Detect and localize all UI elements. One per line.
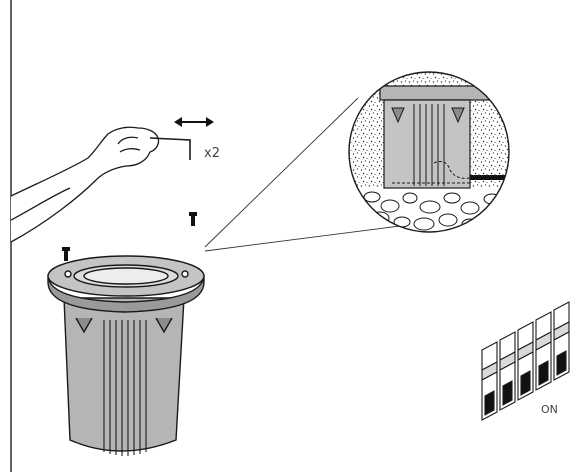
double-arrow-icon [174,117,214,127]
screw-icon [62,247,70,261]
dip-switch [553,301,570,381]
dip-switch [535,311,552,391]
dip-switch [481,341,498,421]
light-fixture [47,255,205,456]
dip-switch-block [481,301,570,421]
switch-state-label: ON [541,403,558,416]
hand-icon [10,126,160,243]
zoom-lines [204,97,401,252]
detail-magnifier [348,71,510,233]
screw-icon [189,212,197,226]
dip-switch [499,331,516,411]
hex-key-icon [149,137,191,160]
dip-switch [517,321,534,401]
quantity-label: x2 [204,146,220,161]
